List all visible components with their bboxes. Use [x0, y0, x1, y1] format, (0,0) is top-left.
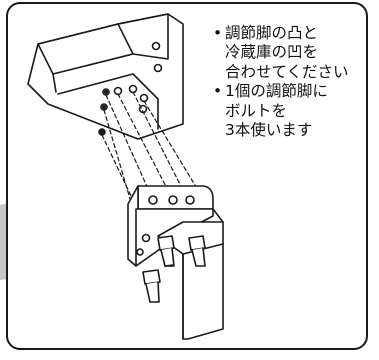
bolt-1: [157, 235, 175, 267]
note-line: 1個の調節脚に: [225, 82, 328, 101]
bullet: •: [213, 82, 223, 101]
note-bolt-count: • 1個の調節脚に ボルトを 3本使います: [213, 82, 366, 140]
adjusting-foot: [127, 185, 224, 340]
bolt-3: [142, 269, 161, 303]
note-line: 調節脚の凸と: [225, 24, 319, 42]
bullet: •: [213, 24, 223, 42]
note-align-foot: • 調節脚の凸と 冷蔵庫の凹を 合わせてください: [213, 24, 366, 82]
note-line: 3本使います: [225, 121, 313, 140]
note-line: 合わせてください: [225, 62, 349, 81]
panel-holes: [98, 41, 163, 136]
instruction-notes: • 調節脚の凸と 冷蔵庫の凹を 合わせてください • 1個の調節脚に ボルトを …: [213, 24, 366, 140]
installation-diagram: [27, 13, 224, 340]
refrigerator-panel: [27, 13, 184, 140]
bolt-2: [188, 235, 206, 267]
note-line: 冷蔵庫の凹を: [225, 43, 319, 62]
illustration-frame: • 調節脚の凸と 冷蔵庫の凹を 合わせてください • 1個の調節脚に ボルトを …: [6, 2, 368, 350]
note-line: ボルトを: [225, 101, 288, 120]
